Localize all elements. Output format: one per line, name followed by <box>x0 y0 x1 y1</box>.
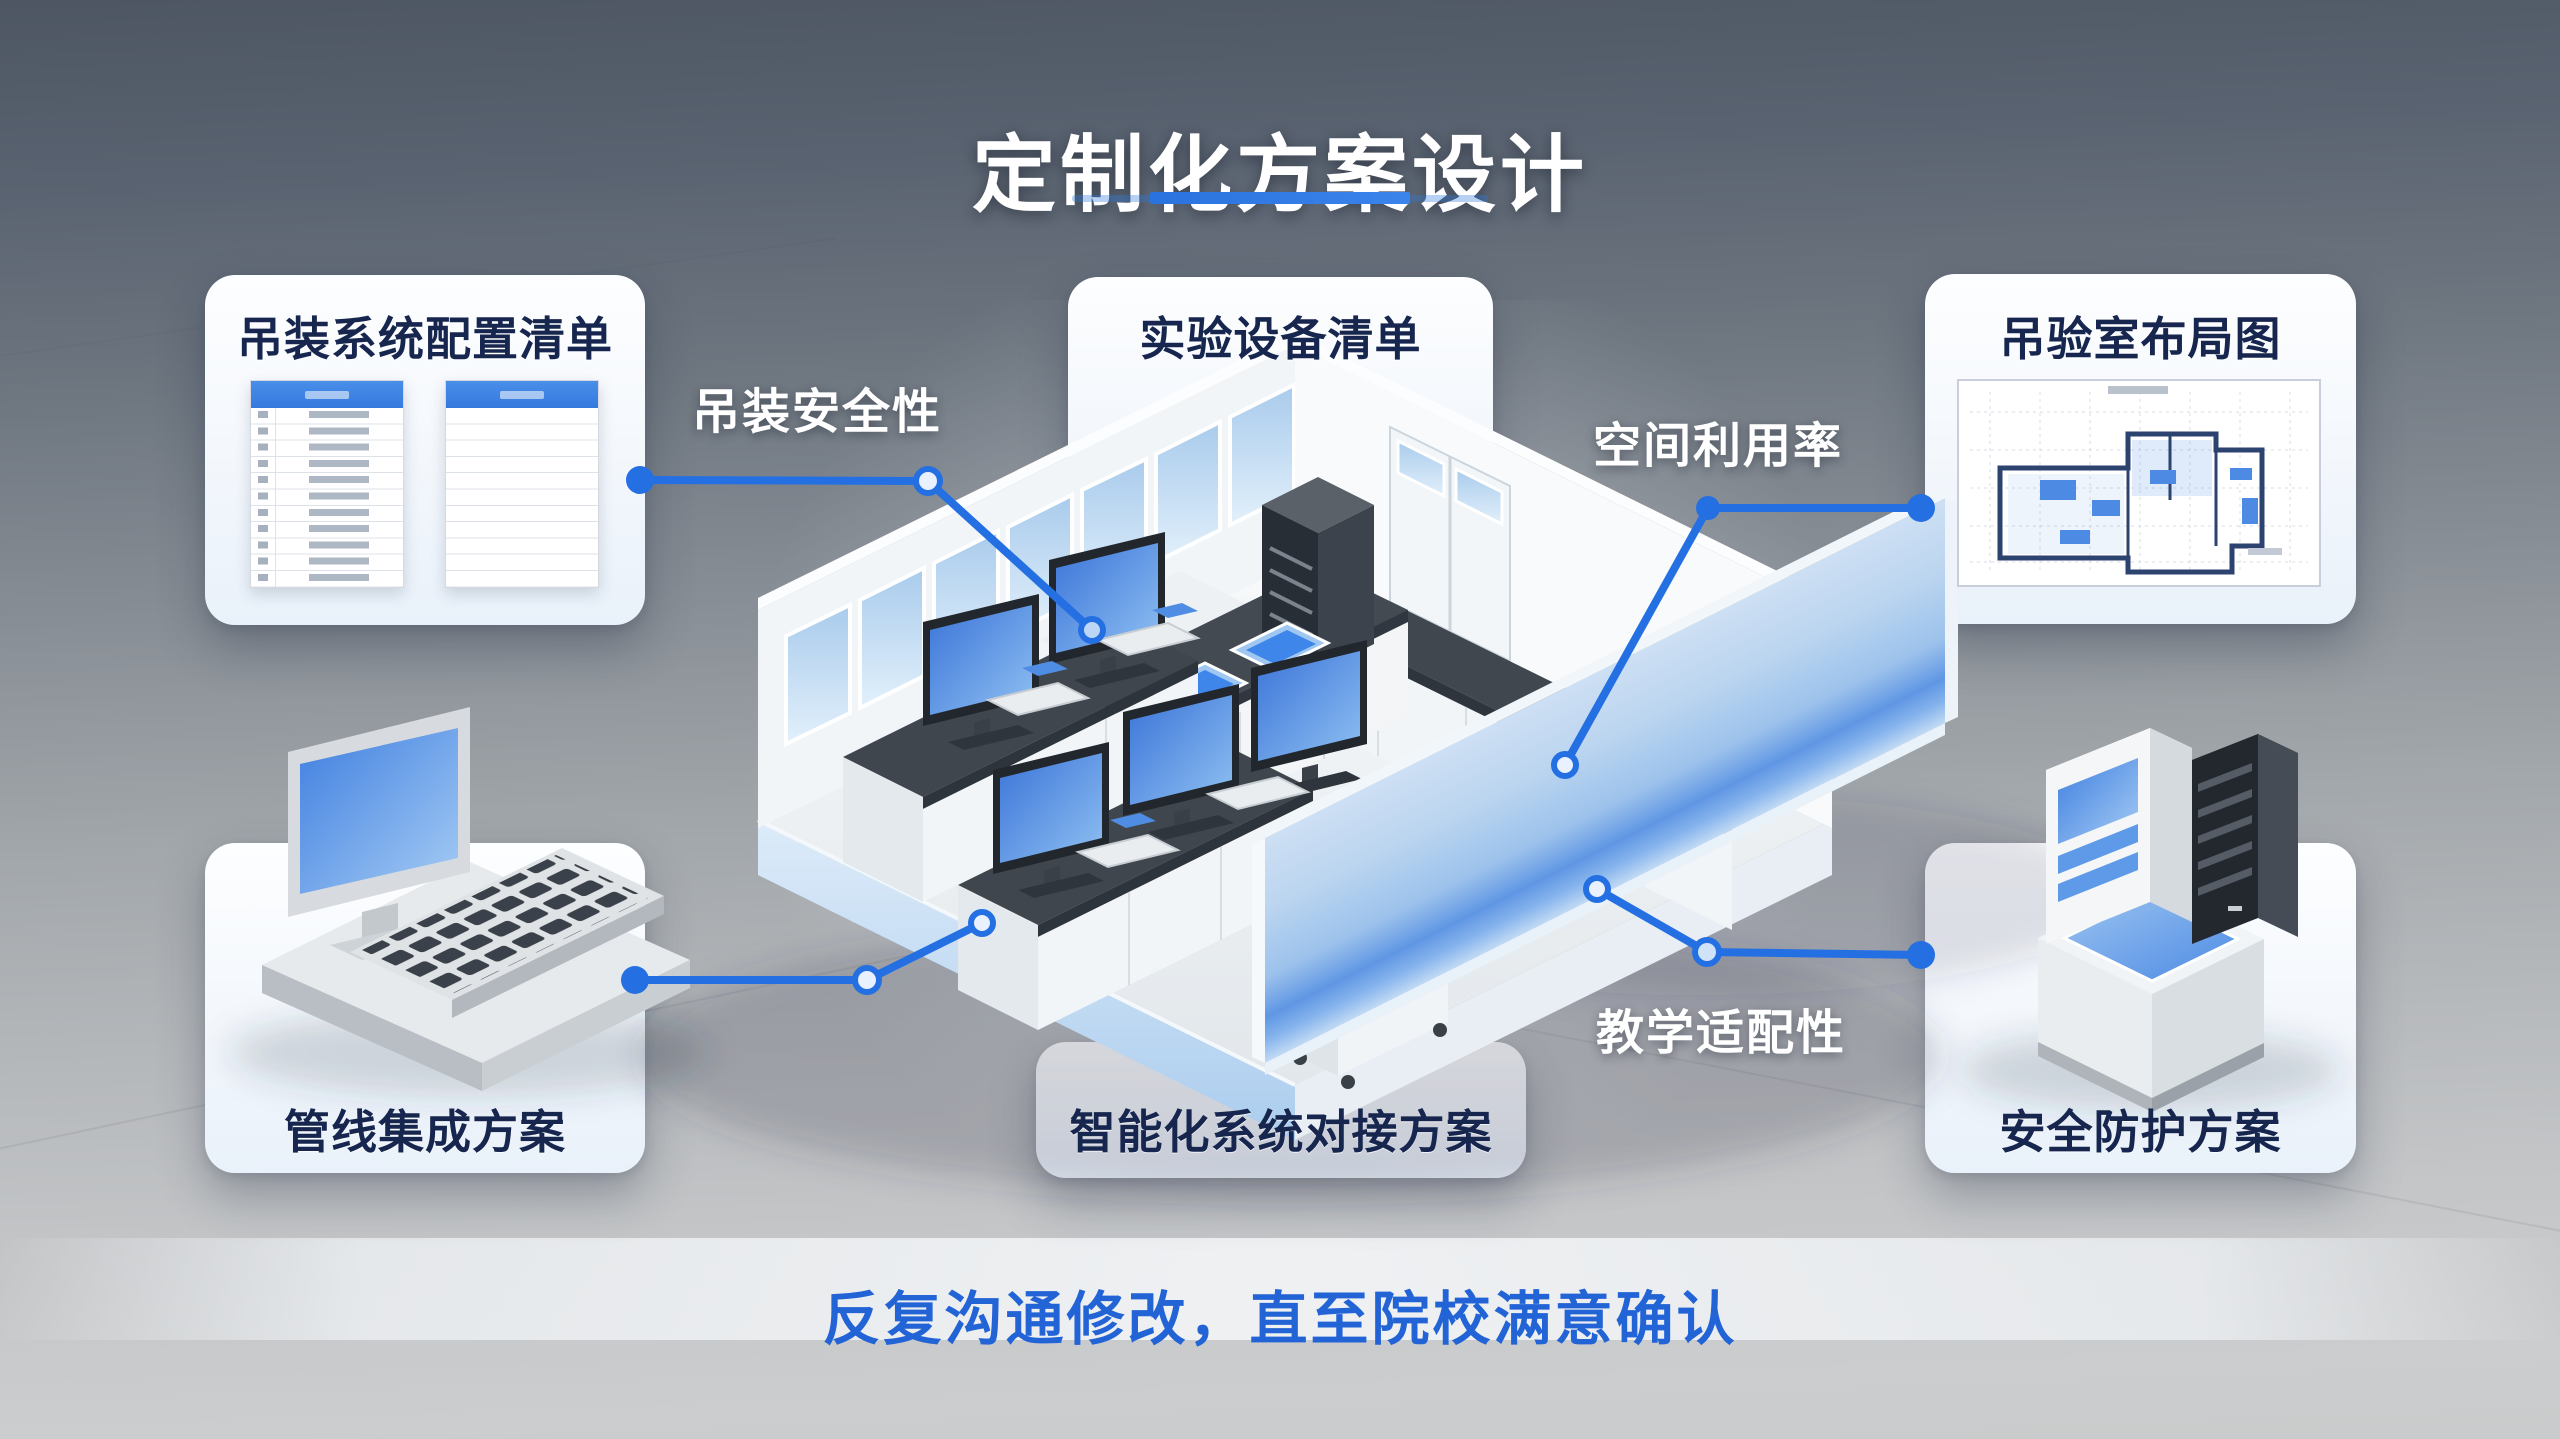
card-title-equipment: 实验设备清单 <box>1139 313 1422 365</box>
footer-band <box>0 1238 2560 1340</box>
title-underline <box>1150 192 1410 204</box>
page-title: 定制化方案设计 <box>971 128 1588 223</box>
server-illustration <box>1960 728 2340 1112</box>
table-header <box>446 381 598 408</box>
card-title-hoist-config: 吊装系统配置清单 <box>237 313 613 365</box>
floor-plan-thumbnail <box>1957 379 2321 587</box>
table-rows <box>446 408 598 587</box>
callout-space-utilization: 空间利用率 <box>1592 420 1843 473</box>
footer-note: 反复沟通修改，直至院校满意确认 <box>822 1287 1738 1352</box>
config-table-params <box>445 380 599 588</box>
callout-hoist-safety: 吊装安全性 <box>691 386 942 439</box>
table-row-numbers <box>258 411 268 584</box>
table-header-glyphs <box>500 391 544 399</box>
table-header-glyphs <box>305 391 349 399</box>
card-title-integration: 智能化系统对接方案 <box>1069 1106 1493 1158</box>
callout-teaching-fit: 教学适配性 <box>1595 1007 1846 1060</box>
card-title-lab-layout: 吊验室布局图 <box>1999 313 2282 365</box>
card-title-safety: 安全防护方案 <box>1999 1106 2282 1158</box>
monitor-icon <box>923 594 1039 750</box>
monitor-icon <box>993 742 1109 898</box>
connector-nodes <box>621 466 1935 995</box>
card-title-piping: 管线集成方案 <box>284 1106 566 1158</box>
config-table-items <box>250 380 404 588</box>
workstation-illustration <box>230 707 710 1096</box>
table-divider <box>275 408 276 587</box>
table-header <box>251 381 403 408</box>
table-row-text <box>309 411 369 584</box>
monitor-icon <box>1123 684 1239 840</box>
lab-room-illustration <box>640 333 2120 1195</box>
